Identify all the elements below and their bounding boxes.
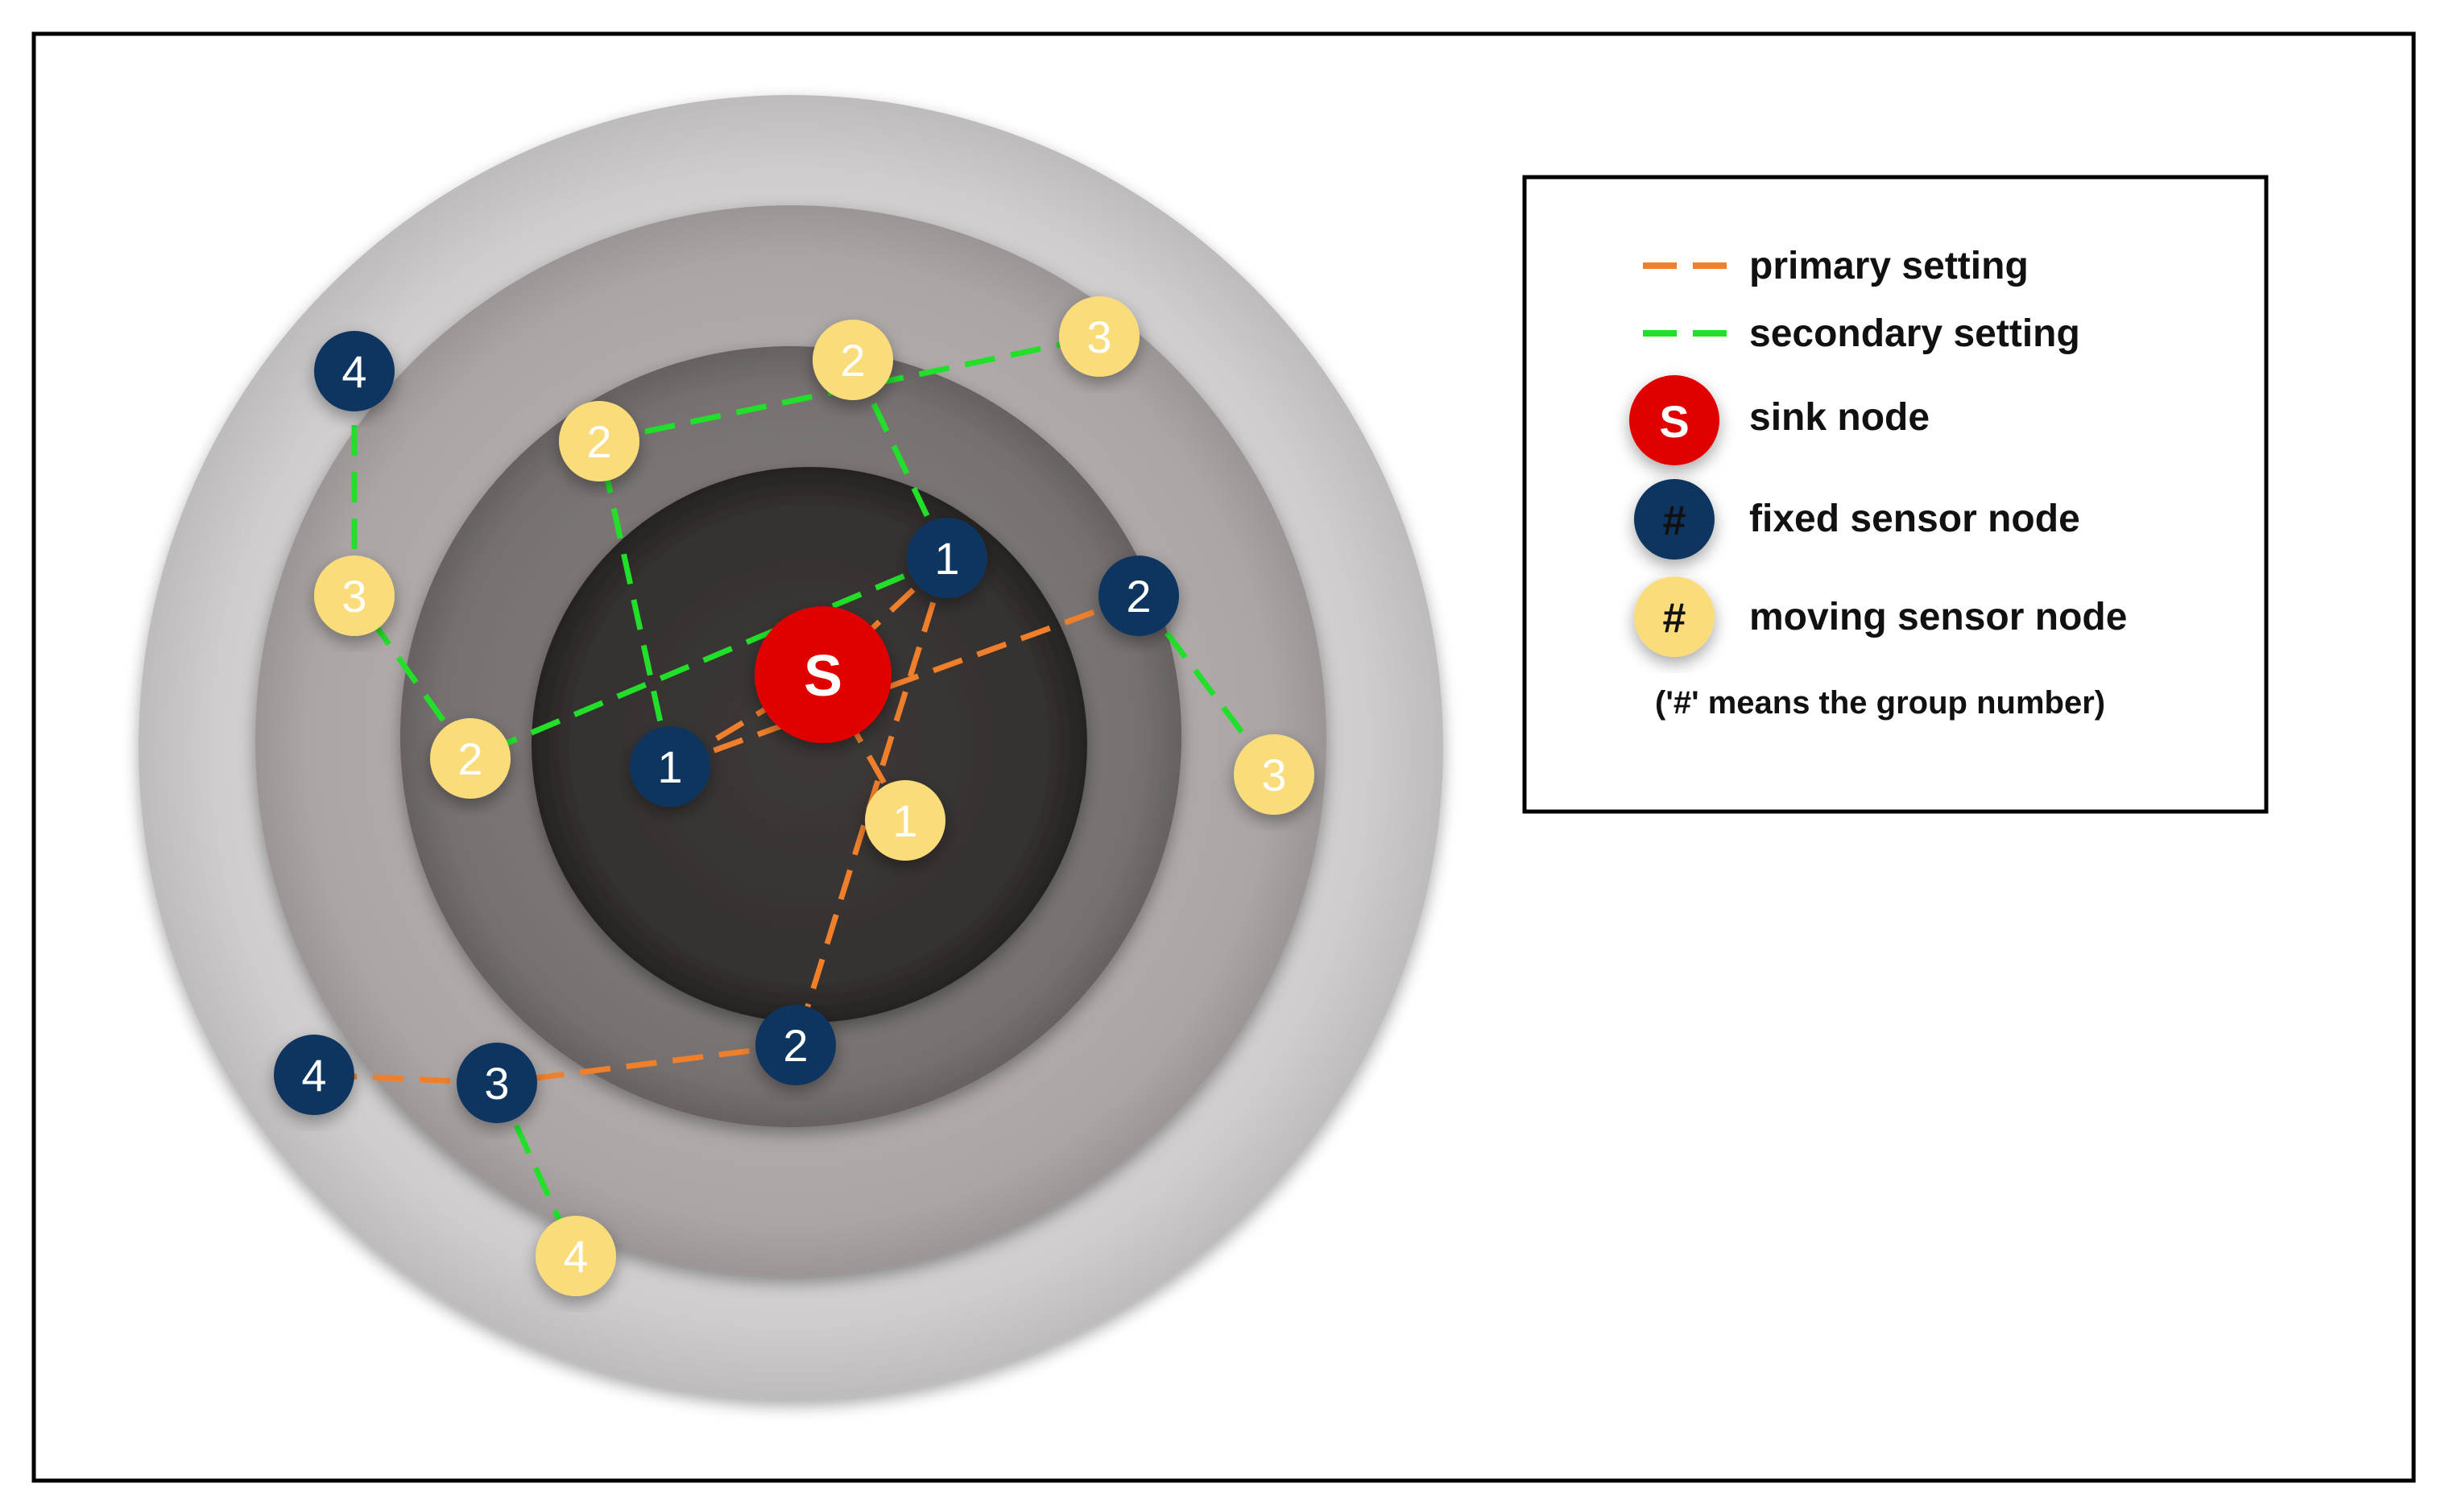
fixed-sensor-node-label-f1a: 1 [934,533,959,584]
legend-fixed-icon [1634,479,1715,560]
moving-sensor-node-m2c [559,401,639,481]
legend-sink-symbol: S [1659,396,1689,447]
fixed-sensor-node-label-f1b: 1 [657,742,682,792]
legend-secondary-label: secondary setting [1749,312,2080,355]
legend-moving-icon [1634,576,1715,657]
figure-frame [31,31,2416,1483]
secondary-link-f1a-m2a [469,555,949,762]
secondary-link-f1b-m2c [596,440,673,767]
moving-sensor-node-m2b [813,320,893,400]
fixed-sensor-node-f1a [907,518,987,598]
moving-sensor-node-m3b [1059,296,1140,377]
moving-sensor-node-label-m3a: 3 [341,571,366,622]
fixed-sensor-node-f2b [1098,556,1179,636]
nodes-layer: S 1 1 2 2 3 4 4 1 2 2 2 3 3 3 4 [274,296,1314,1296]
legend-fixed-label: fixed sensor node [1749,498,2080,540]
legend: primary setting secondary setting S sink… [1522,175,2269,814]
primary-link-f1b-f2b [668,593,1140,770]
moving-sensor-node-label-m2c: 2 [586,416,611,467]
legend-sink-icon [1629,375,1719,465]
primary-link-f2a-f3 [496,1042,796,1086]
fixed-sensor-node-label-f3: 3 [484,1058,509,1109]
moving-sensor-node-m2a [430,718,511,799]
moving-sensor-node-label-m4: 4 [563,1231,588,1282]
legend-note: ('#' means the group number) [1655,685,2105,721]
fixed-sensor-node-label-f4a: 4 [341,346,366,397]
fixed-sensor-node-f3 [457,1043,537,1123]
secondary-link-f1a-m2b [850,358,950,560]
legend-moving-symbol: # [1663,595,1686,642]
legend-primary-label: primary setting [1749,245,2029,287]
fixed-sensor-node-label-f2a: 2 [783,1020,808,1071]
legend-fixed-symbol: # [1663,498,1686,544]
moving-sensor-node-m1 [865,780,945,861]
ring-1 [532,467,1087,1022]
fixed-sensor-node-f2a [755,1005,836,1085]
fixed-sensor-node-label-f2b: 2 [1126,571,1151,622]
sink-node [755,606,892,743]
legend-moving-label: moving sensor node [1749,596,2127,638]
moving-sensor-node-label-m2a: 2 [457,733,482,784]
fixed-sensor-node-f4b [274,1035,354,1115]
sink-node-label: S [804,644,842,708]
moving-sensor-node-label-m3c: 3 [1261,750,1286,800]
legend-sink-label: sink node [1749,396,1930,439]
moving-sensor-node-label-m3b: 3 [1086,312,1111,362]
moving-sensor-node-label-m2b: 2 [840,335,865,386]
moving-sensor-node-m3a [314,556,395,636]
fixed-sensor-node-f4a [314,331,395,411]
moving-sensor-node-m4 [536,1216,616,1296]
fixed-sensor-node-f1b [630,726,710,807]
moving-sensor-node-label-m1: 1 [892,795,917,846]
fixed-sensor-node-label-f4b: 4 [301,1050,326,1101]
moving-sensor-node-m3c [1234,734,1314,815]
